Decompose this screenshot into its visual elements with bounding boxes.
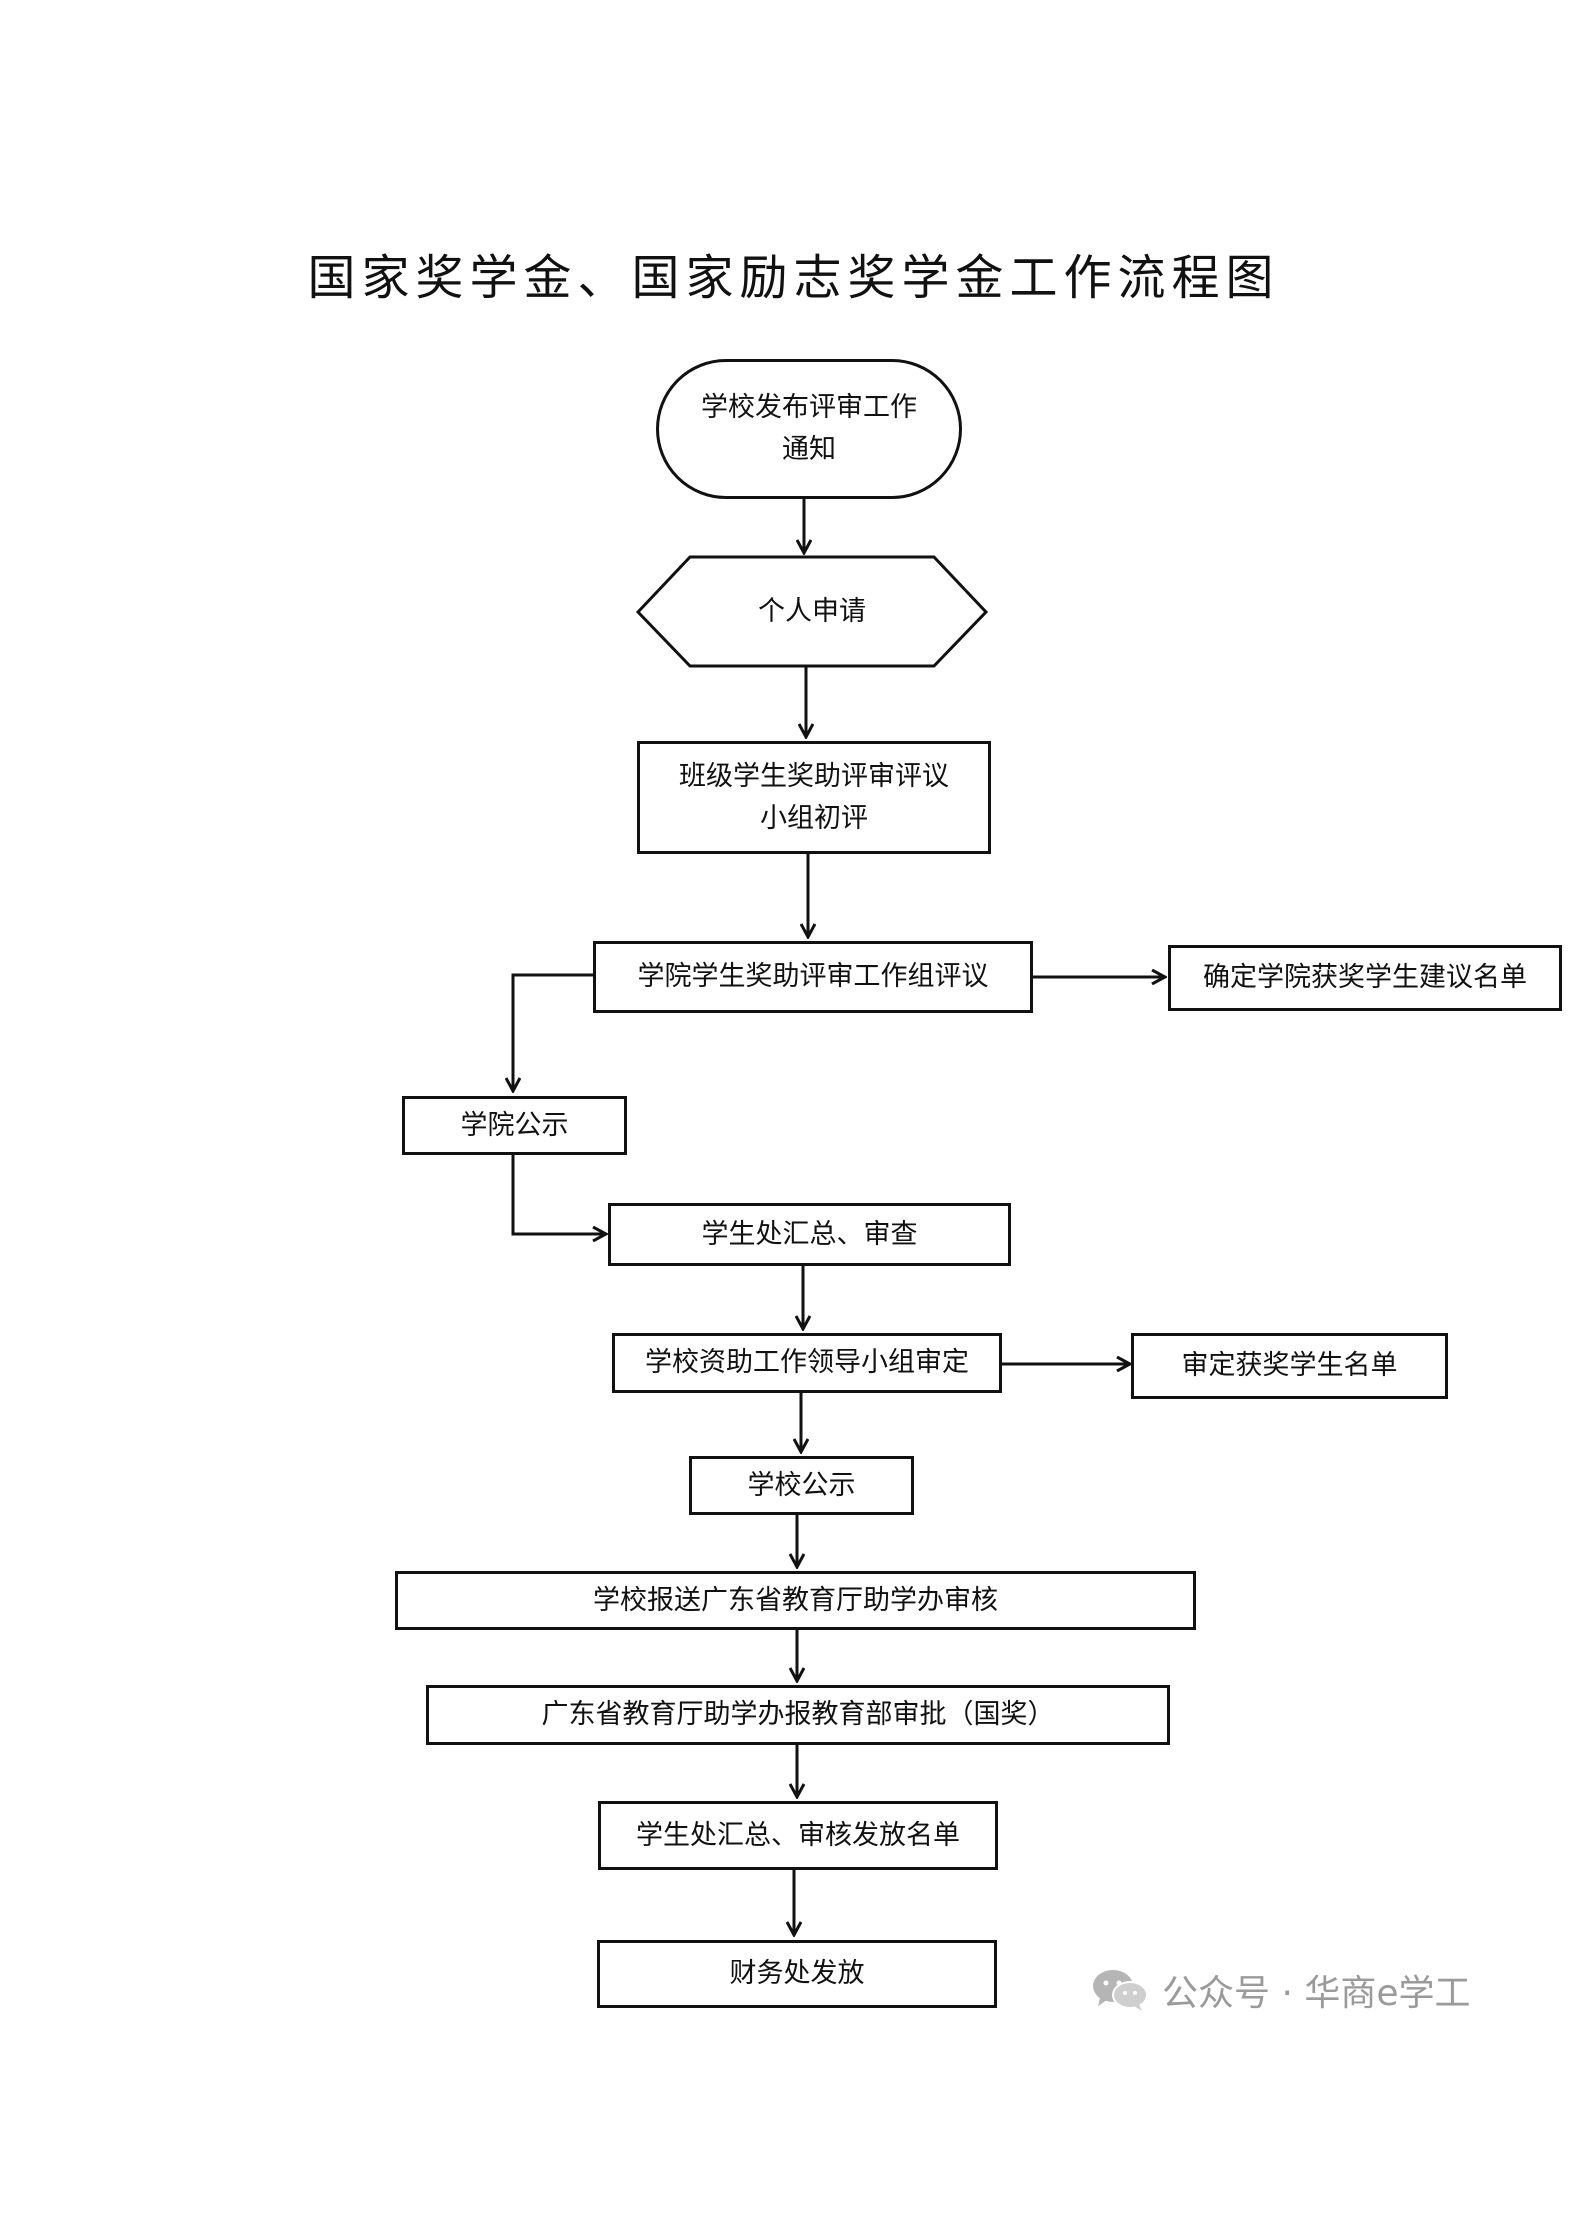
page-title: 国家奖学金、国家励志奖学金工作流程图 bbox=[307, 250, 1280, 306]
node-report-province: 学校报送广东省教育厅助学办审核 bbox=[395, 1571, 1196, 1630]
node-college-list: 确定学院获奖学生建议名单 bbox=[1168, 945, 1562, 1011]
watermark: 公众号 · 华商e学工 bbox=[1090, 1960, 1470, 2020]
node-leader-review: 学校资助工作领导小组审定 bbox=[612, 1333, 1002, 1393]
node-school-notice: 学校公示 bbox=[689, 1456, 914, 1515]
apply-hexagon bbox=[635, 555, 989, 668]
node-college-review: 学院学生奖助评审工作组评议 bbox=[593, 941, 1033, 1013]
node-finance: 财务处发放 bbox=[597, 1940, 997, 2008]
node-report-ministry: 广东省教育厅助学办报教育部审批（国奖） bbox=[426, 1685, 1170, 1745]
wechat-icon bbox=[1093, 1970, 1148, 2011]
node-release-list: 学生处汇总、审核发放名单 bbox=[598, 1801, 998, 1870]
arrow-college-notice bbox=[513, 973, 593, 1091]
arrow-notice-office bbox=[511, 1155, 606, 1234]
node-office-review: 学生处汇总、审查 bbox=[608, 1203, 1011, 1266]
watermark-text: 公众号 · 华商e学工 bbox=[1162, 1973, 1471, 2014]
node-college-notice: 学院公示 bbox=[402, 1096, 627, 1155]
node-final-list: 审定获奖学生名单 bbox=[1131, 1333, 1448, 1399]
node-start: 学校发布评审工作 通知 bbox=[656, 359, 962, 499]
node-apply: 个人申请 bbox=[758, 595, 866, 627]
node-class-review: 班级学生奖助评审评议 小组初评 bbox=[637, 741, 991, 854]
